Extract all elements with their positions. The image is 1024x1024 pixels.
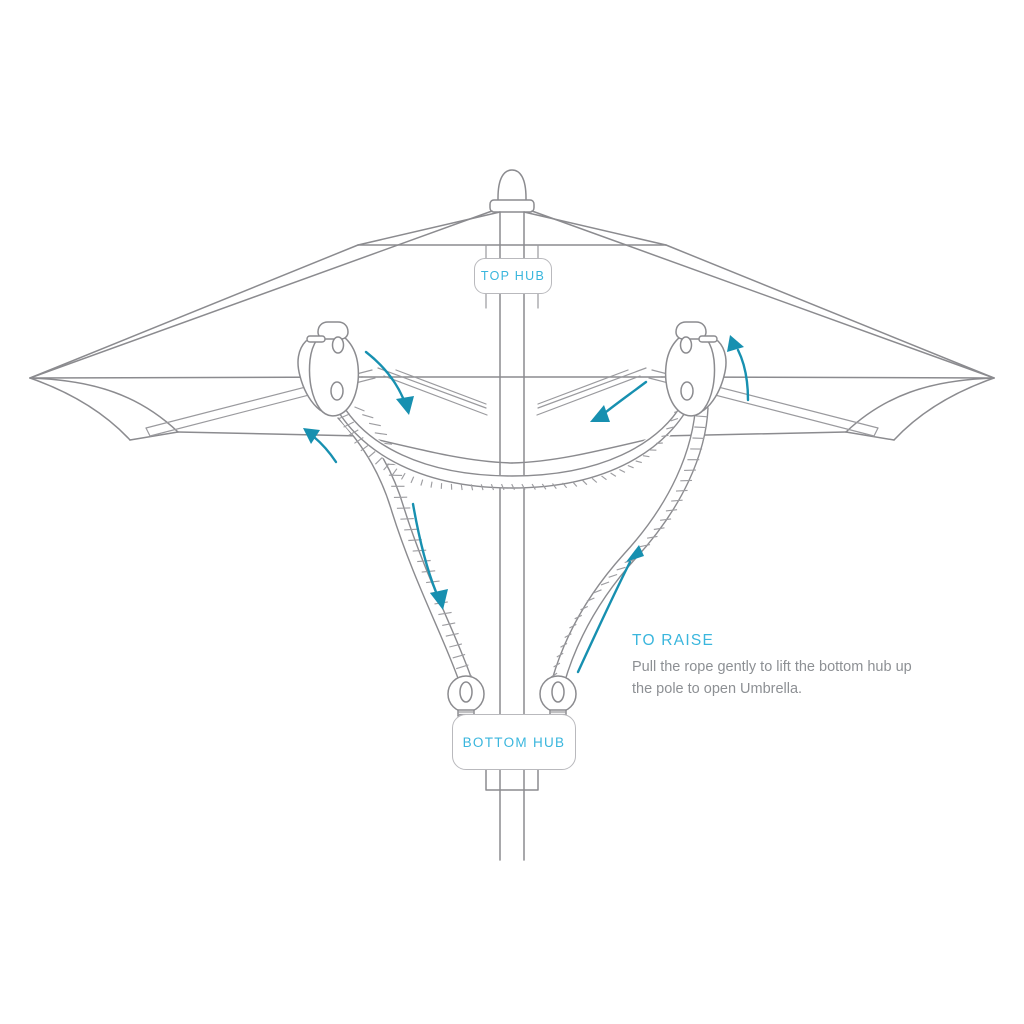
instruction-body: Pull the rope gently to lift the bottom …: [632, 659, 912, 698]
support-ribs: [145, 367, 879, 437]
lift-rope: [329, 393, 709, 689]
instruction-heading: TO RAISE: [632, 632, 715, 649]
arrow-rope-direction-left-up: [303, 428, 338, 464]
arrow-rope-direction-left-lower-down: [411, 502, 448, 610]
top-hub-label: TOP HUB: [480, 269, 546, 283]
bottom-hub-callout: BOTTOM HUB: [452, 714, 576, 770]
canopy-fabric: [29, 210, 995, 464]
top-hub-callout: TOP HUB: [474, 258, 552, 294]
instruction-callout: TO RAISE Pull the rope gently to lift th…: [632, 632, 932, 700]
bottom-hub-label: BOTTOM HUB: [462, 734, 566, 750]
finial-icon: [489, 169, 535, 213]
left-rope-eyelet: [447, 675, 485, 717]
right-rope-eyelet: [539, 675, 577, 717]
arrow-rope-direction-right-inward: [590, 380, 648, 422]
center-pole: [485, 211, 539, 861]
arrow-rope-direction-right-up: [576, 545, 644, 674]
arrow-rope-direction-left-down: [364, 350, 414, 415]
left-pulley-block: [297, 321, 360, 417]
arrow-rope-direction-right-top-up: [727, 335, 750, 402]
right-pulley-block: [664, 321, 727, 417]
